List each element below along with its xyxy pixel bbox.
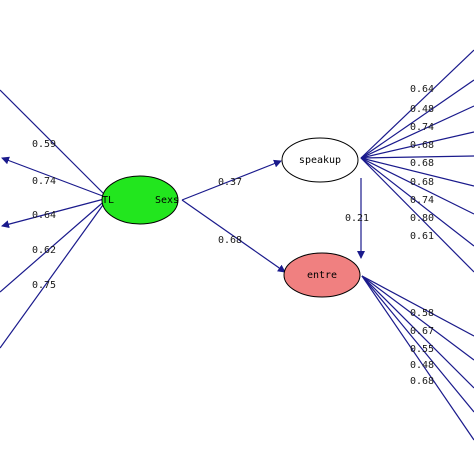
speakup-path-6 xyxy=(360,157,474,187)
speakup-path-5 xyxy=(360,155,474,159)
left-loading-3: 0.64 xyxy=(32,210,56,221)
left-loading-5: 0.75 xyxy=(32,280,56,291)
speakup-loading-6: 0.68 xyxy=(410,177,434,188)
entre-path-4 xyxy=(361,275,474,413)
path-sexs-entre xyxy=(181,199,286,273)
node-entre[interactable]: entre xyxy=(283,252,361,298)
speakup-label: speakup xyxy=(299,155,341,166)
entre-path-1 xyxy=(361,275,474,337)
node-speakup[interactable]: speakup xyxy=(281,137,359,183)
speakup-path-3 xyxy=(360,105,474,159)
entre-loading-2: 0.67 xyxy=(410,326,434,337)
entre-loading-4: 0.48 xyxy=(410,360,434,371)
entre-loading-3: 0.55 xyxy=(410,344,434,355)
sexs-label-left: TL xyxy=(102,195,114,206)
structural-paths xyxy=(181,159,365,273)
sexs-ellipse[interactable] xyxy=(101,175,179,225)
entre-path-3 xyxy=(361,275,474,389)
label-sexs-speakup: 0.37 xyxy=(218,177,242,188)
speakup-path-2 xyxy=(360,79,474,159)
entre-indicator-paths xyxy=(361,275,474,441)
speakup-loading-4: 0.68 xyxy=(410,140,434,151)
label-sexs-entre: 0.68 xyxy=(218,235,242,246)
entre-label: entre xyxy=(307,270,337,281)
entre-path-2 xyxy=(361,275,474,361)
entre-loading-5: 0.68 xyxy=(410,376,434,387)
speakup-indicator-paths xyxy=(360,49,474,273)
left-loading-2: 0.74 xyxy=(32,176,56,187)
speakup-path-7 xyxy=(360,157,474,215)
speakup-loading-1: 0.64 xyxy=(410,84,434,95)
left-loading-1: 0.59 xyxy=(32,139,56,150)
left-path-2 xyxy=(1,156,109,199)
left-path-3 xyxy=(1,197,109,229)
entre-path-5 xyxy=(361,275,474,441)
speakup-loading-8: 0.80 xyxy=(410,213,434,224)
entre-ellipse[interactable] xyxy=(283,252,361,298)
speakup-loading-9: 0.61 xyxy=(410,231,434,242)
label-speakup-entre: 0.21 xyxy=(345,213,369,224)
left-path-4 xyxy=(0,197,109,293)
speakup-path-1 xyxy=(360,49,474,159)
speakup-path-9 xyxy=(360,157,474,273)
left-loading-4: 0.62 xyxy=(32,245,56,256)
speakup-loading-2: 0.48 xyxy=(410,104,434,115)
speakup-ellipse[interactable] xyxy=(281,137,359,183)
speakup-path-4 xyxy=(360,131,474,159)
entre-loading-1: 0.58 xyxy=(410,308,434,319)
left-path-5 xyxy=(0,197,109,349)
left-path-1 xyxy=(0,89,109,199)
path-sexs-speakup xyxy=(181,159,282,201)
speakup-loading-5: 0.68 xyxy=(410,158,434,169)
left-indicator-paths xyxy=(0,89,109,349)
speakup-path-8 xyxy=(360,157,474,247)
speakup-loading-3: 0.74 xyxy=(410,122,434,133)
speakup-loading-7: 0.74 xyxy=(410,195,434,206)
node-sexs[interactable]: TL Sexs xyxy=(101,175,179,225)
sexs-label-right: Sexs xyxy=(155,195,179,206)
